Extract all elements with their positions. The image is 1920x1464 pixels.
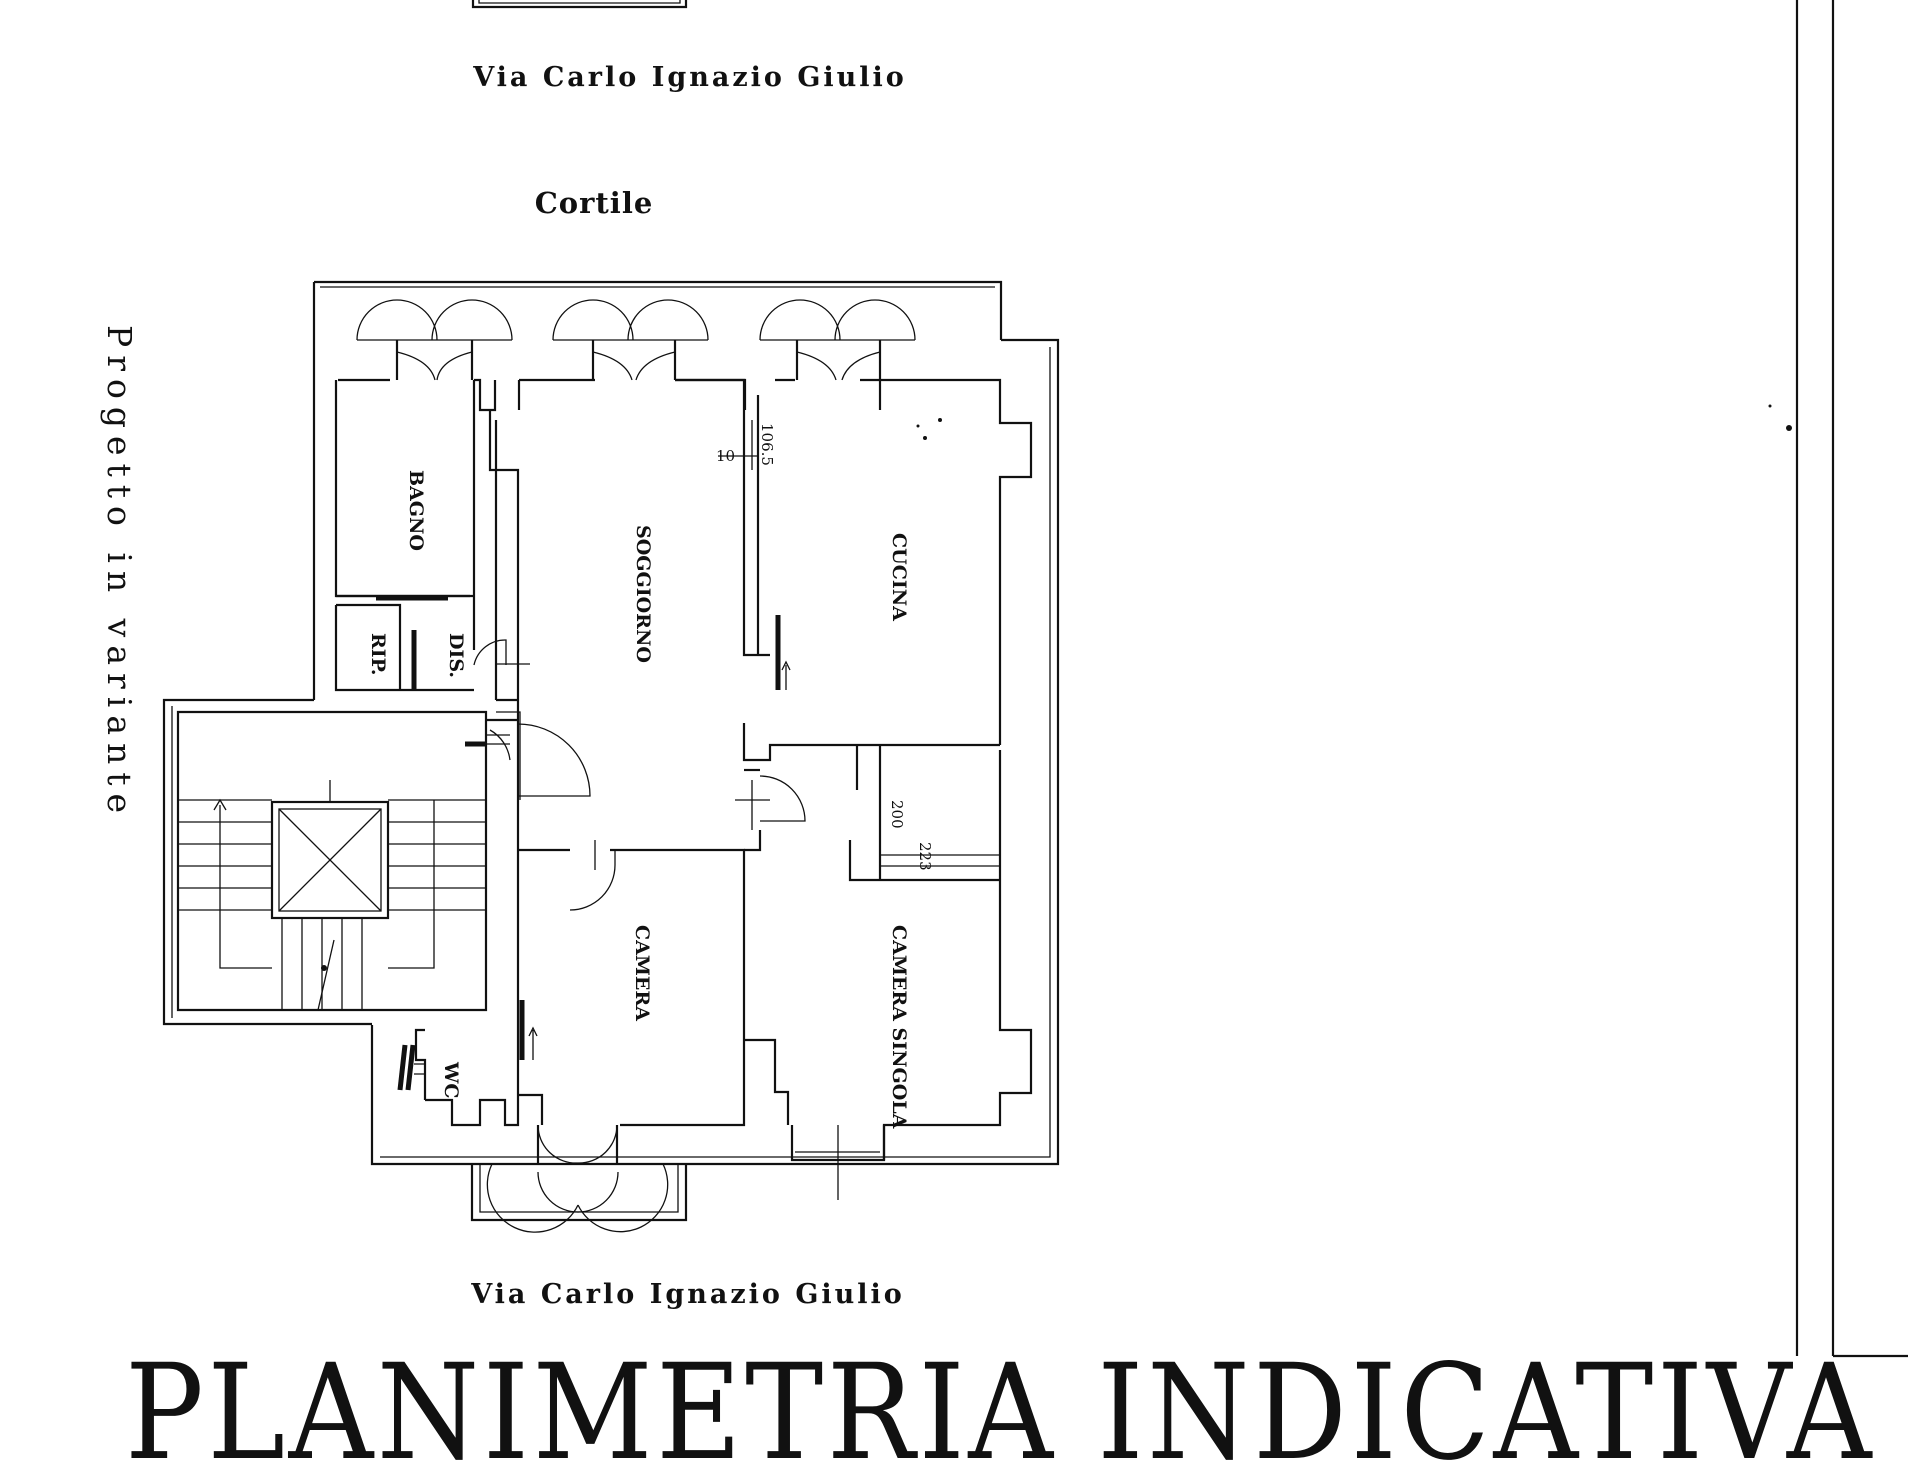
drawing-title: PLANIMETRIA INDICATIVA	[125, 1336, 1875, 1464]
dimension-annotations: 10 106.5 200 223	[716, 420, 934, 871]
outer-walls	[162, 280, 1060, 1166]
dim-106-5: 106.5	[758, 423, 776, 466]
room-label-wc: WC	[440, 1061, 462, 1098]
variant-note: Progetto in variante	[100, 325, 139, 821]
right-margin-lines	[1795, 0, 1908, 1358]
street-label-bottom: Via Carlo Ignazio Giulio	[470, 1279, 905, 1310]
dim-223: 223	[916, 842, 934, 871]
room-label-camera-singola: CAMERA SINGOLA	[888, 925, 910, 1129]
street-label-top: Via Carlo Ignazio Giulio	[472, 62, 907, 93]
courtyard-label: Cortile	[535, 186, 654, 220]
french-doors-top	[356, 299, 916, 381]
room-label-ripostiglio: RIP.	[367, 633, 389, 675]
room-label-soggiorno: SOGGIORNO	[632, 525, 654, 663]
room-label-disimpegno: DIS.	[445, 633, 467, 678]
room-label-bagno: BAGNO	[405, 470, 427, 551]
room-label-camera: CAMERA	[631, 925, 653, 1021]
dim-10: 10	[716, 447, 735, 465]
dim-200: 200	[888, 800, 906, 829]
interior-partitions	[336, 380, 1000, 1127]
top-balcony-fragment	[471, 0, 688, 9]
scan-specks	[916, 404, 1792, 440]
french-doors-bottom	[470, 1124, 886, 1233]
stairwell	[178, 711, 521, 1011]
room-label-cucina: CUCINA	[888, 533, 910, 621]
